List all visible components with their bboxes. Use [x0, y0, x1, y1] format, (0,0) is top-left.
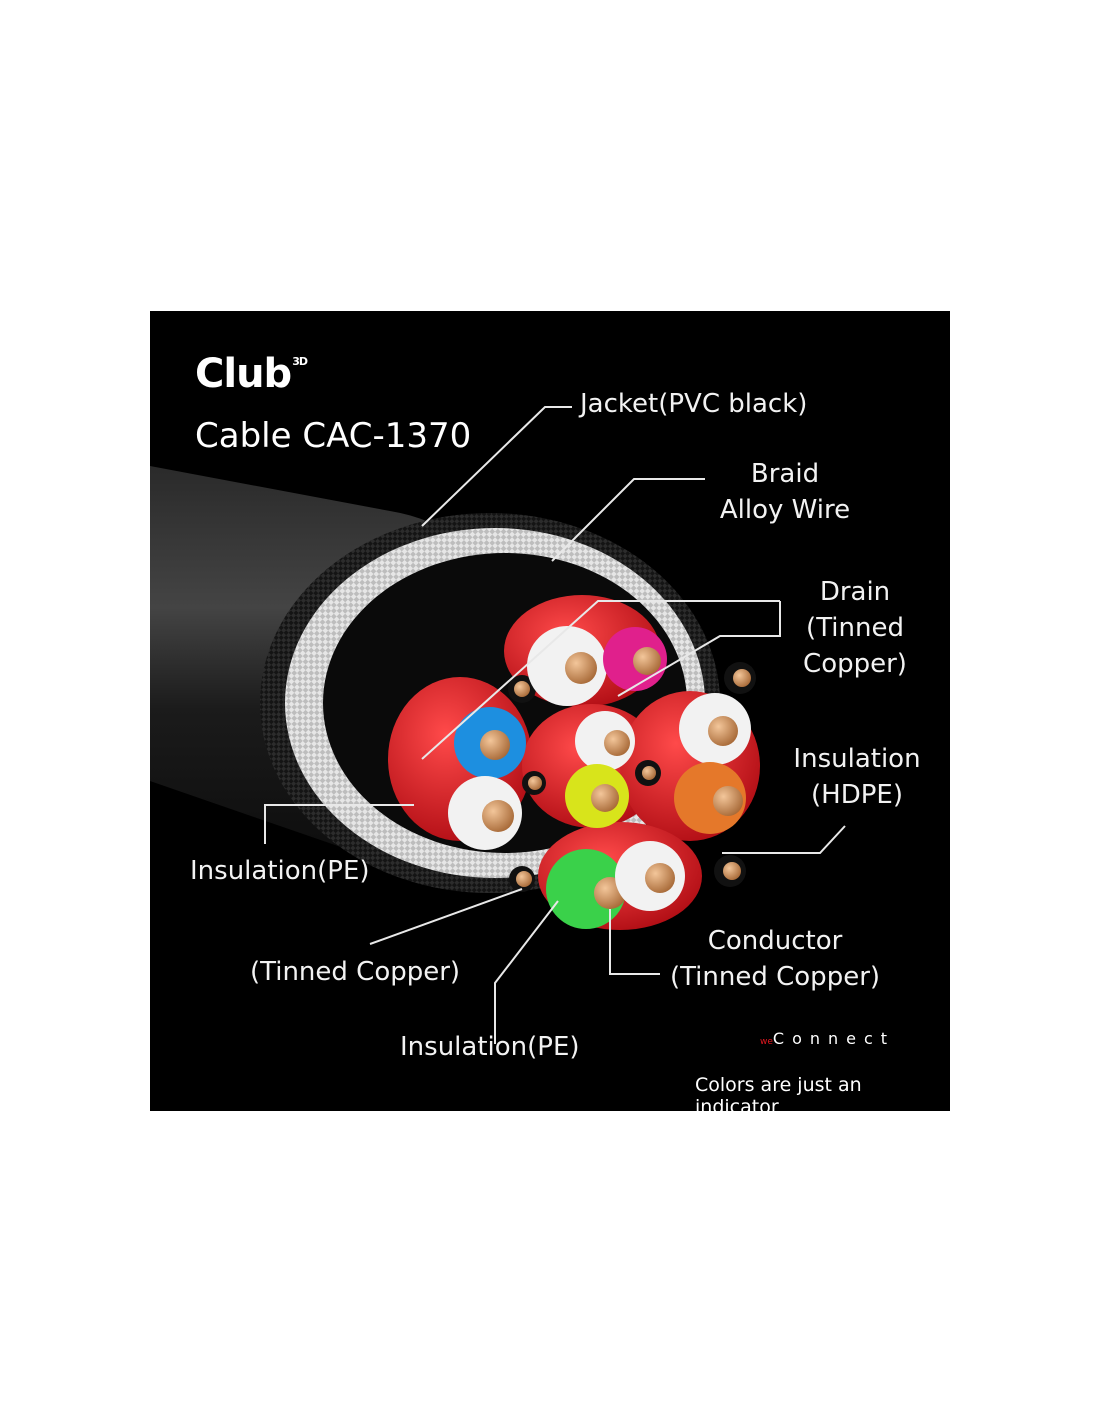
label-drain: Drain (Tinned Copper) [803, 577, 907, 679]
drain-wires [508, 662, 756, 892]
label-insulation-pe-left: Insulation(PE) [190, 856, 370, 886]
label-insulation-pe-bottom: Insulation(PE) [400, 1032, 580, 1062]
label-conductor: Conductor (Tinned Copper) [669, 926, 881, 992]
cable-cross-section-illustration [150, 406, 846, 1044]
color-disclaimer: Colors are just an indicator [695, 1074, 862, 1111]
label-jacket: Jacket(PVC black) [580, 389, 808, 419]
model-title: Cable CAC-1370 [195, 416, 472, 456]
we-connect-logo: weConnect [760, 1029, 896, 1048]
callout-leader-lines [264, 406, 846, 1044]
label-insulation-hdpe: Insulation (HDPE) [793, 744, 921, 810]
label-braid: Braid Alloy Wire [719, 459, 851, 525]
product-diagram-panel: Club3D Cable CAC-1370 Jacket(PVC black) … [150, 311, 950, 1111]
insulated-conductors [448, 626, 751, 929]
brand-logo: Club3D [195, 351, 308, 397]
label-tinned-copper: (Tinned Copper) [250, 957, 461, 987]
